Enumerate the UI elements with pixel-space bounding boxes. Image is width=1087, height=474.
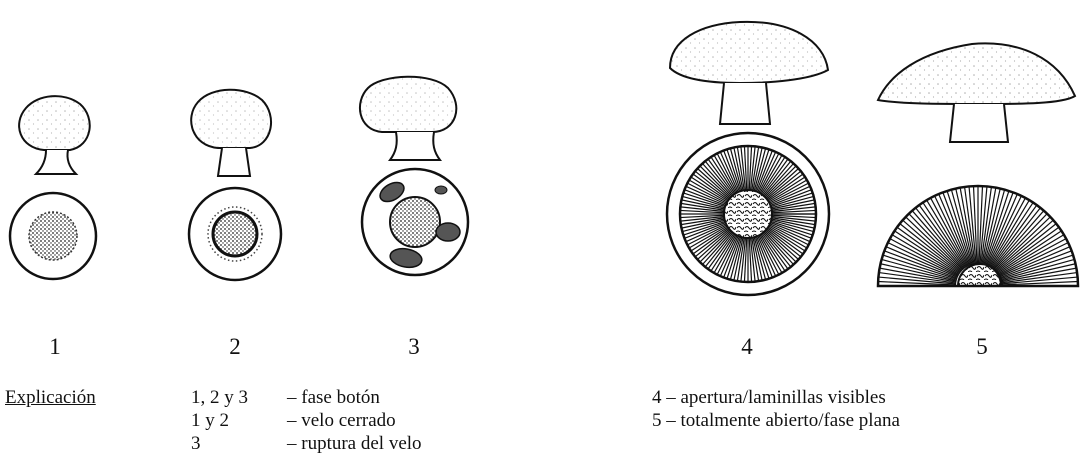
stage-1-stem [36, 150, 76, 174]
stage-4-stem [720, 83, 770, 124]
legend-key-3: 3 [191, 433, 201, 455]
stage-1-mushroom [10, 96, 96, 279]
legend-key-1: 1, 2 y 3 [191, 387, 248, 409]
stage-number-4: 4 [727, 334, 767, 360]
stage-3-stem [390, 132, 440, 160]
stage-2-mushroom [189, 90, 281, 280]
stage-2-stem [218, 148, 250, 176]
stage-number-5: 5 [962, 334, 1002, 360]
legend-desc-3: – ruptura del velo [287, 433, 422, 455]
stage-4-mushroom [667, 22, 829, 295]
stage-number-2: 2 [215, 334, 255, 360]
stage-5-mushroom [878, 43, 1078, 286]
legend-right-2: 5 – totalmente abierto/fase plana [652, 410, 900, 432]
legend-desc-1: – fase botón [287, 387, 380, 409]
stage-5-stem [950, 104, 1008, 142]
stage-3-mushroom [360, 77, 468, 275]
legend-title: Explicación [5, 387, 96, 409]
legend-desc-2: – velo cerrado [287, 410, 396, 432]
stage-number-3: 3 [394, 334, 434, 360]
legend-key-2: 1 y 2 [191, 410, 229, 432]
stage-number-1: 1 [35, 334, 75, 360]
legend-right-1: 4 – apertura/laminillas visibles [652, 387, 886, 409]
